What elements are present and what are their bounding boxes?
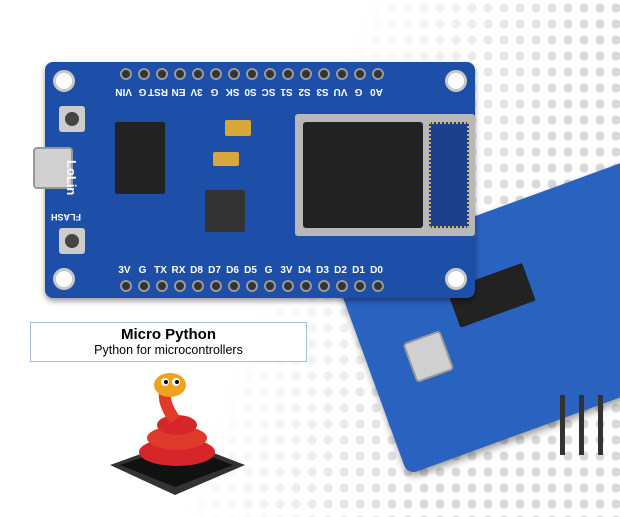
micropython-snake-logo xyxy=(110,373,245,495)
micropython-caption-box: Micro Python Python for microcontrollers xyxy=(30,322,307,362)
mount-hole xyxy=(53,268,75,290)
caption-title: Micro Python xyxy=(120,326,216,343)
usb-port xyxy=(402,329,455,384)
flash-button xyxy=(59,228,85,254)
mount-hole xyxy=(445,268,467,290)
mount-hole xyxy=(445,70,467,92)
reset-button xyxy=(59,106,85,132)
usb-serial-chip xyxy=(115,122,165,194)
regulator xyxy=(205,190,245,232)
flash-button-label: FLASH xyxy=(51,212,81,222)
header-pins xyxy=(560,395,603,455)
esp8266-module xyxy=(295,114,475,236)
micro-usb-port xyxy=(33,147,73,189)
capacitor xyxy=(225,120,251,136)
bottom-pin-row xyxy=(120,280,384,292)
top-pin-row xyxy=(120,68,384,80)
caption-subtitle: Python for microcontrollers xyxy=(94,343,243,357)
board-brand-label: LoLin xyxy=(64,160,79,196)
capacitor xyxy=(213,152,239,166)
mount-hole xyxy=(53,70,75,92)
